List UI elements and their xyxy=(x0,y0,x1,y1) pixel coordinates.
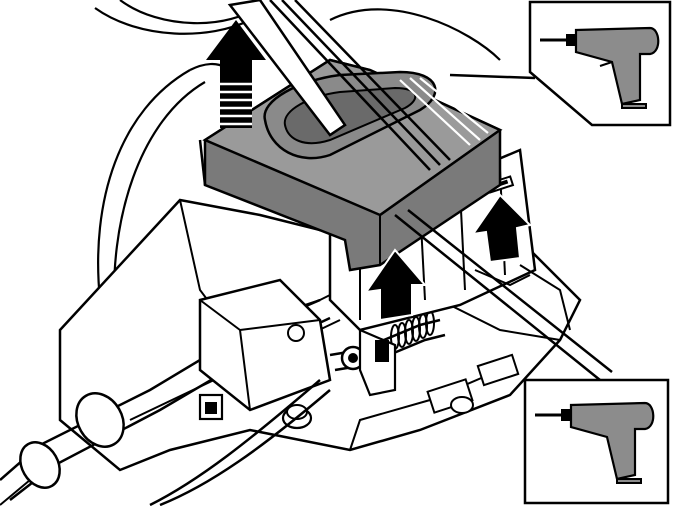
drill-callout-top xyxy=(528,0,672,127)
leader-lines xyxy=(394,73,613,381)
lift-cover-arrow xyxy=(206,20,266,128)
release-clip-arrow-center xyxy=(363,248,428,322)
lever-mechanism xyxy=(198,278,397,421)
drill-callout-bottom xyxy=(523,378,670,505)
lower-cable xyxy=(149,379,331,506)
release-clip-arrow-right xyxy=(470,193,532,264)
power-drill-icon xyxy=(540,26,660,109)
gear-lever-arm xyxy=(227,0,451,171)
power-drill-icon xyxy=(535,401,655,484)
